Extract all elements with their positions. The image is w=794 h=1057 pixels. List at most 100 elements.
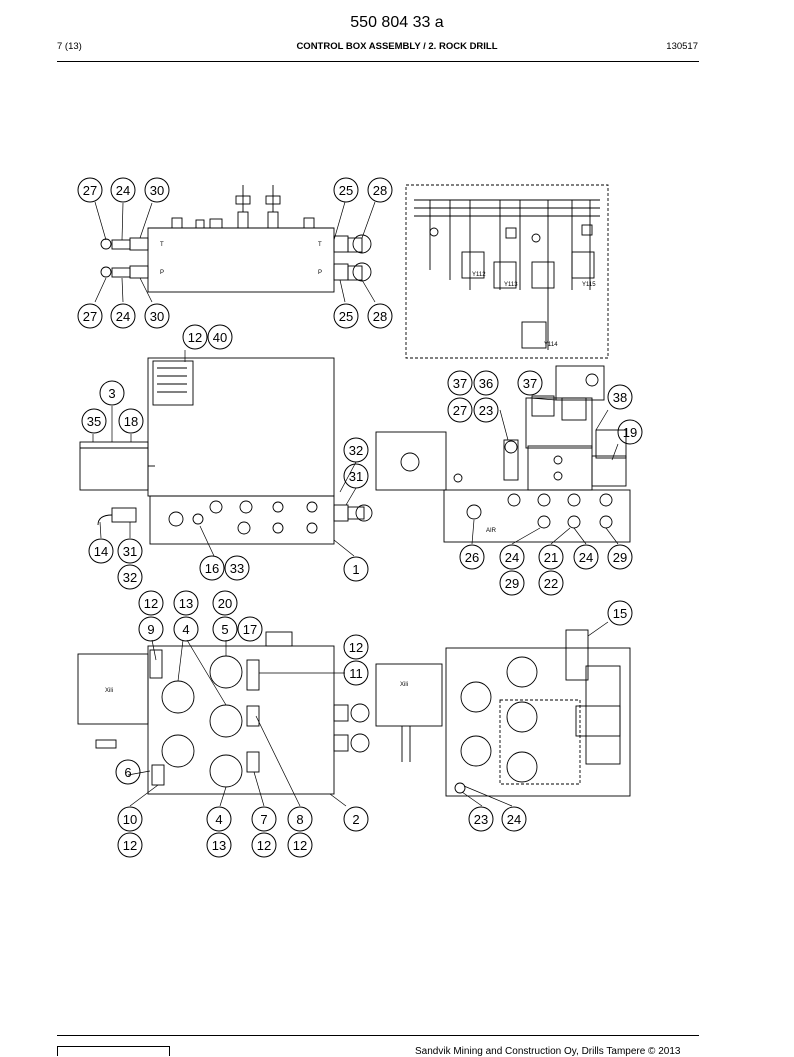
svg-text:28: 28 xyxy=(373,309,387,324)
svg-text:27: 27 xyxy=(453,403,467,418)
svg-text:11: 11 xyxy=(349,666,363,681)
callout: 12 xyxy=(117,832,143,858)
svg-text:35: 35 xyxy=(87,414,101,429)
svg-text:14: 14 xyxy=(94,544,108,559)
svg-text:12: 12 xyxy=(188,330,202,345)
callouts: 27 24 30 25 28 27 24 30 25 28 12 40 3 35… xyxy=(77,177,643,858)
svg-text:37: 37 xyxy=(453,376,467,391)
callout: 11 xyxy=(343,660,369,686)
svg-text:30: 30 xyxy=(150,309,164,324)
svg-text:24: 24 xyxy=(116,309,130,324)
callout: 37 xyxy=(447,370,473,396)
svg-text:36: 36 xyxy=(479,376,493,391)
callout: 29 xyxy=(607,544,633,570)
svg-text:1: 1 xyxy=(352,562,359,577)
callout: 17 xyxy=(237,616,263,642)
svg-text:31: 31 xyxy=(123,544,137,559)
company-logo xyxy=(57,1046,170,1056)
page-number: 7 (13) xyxy=(57,41,82,52)
svg-text:25: 25 xyxy=(339,183,353,198)
svg-text:P: P xyxy=(160,270,164,276)
svg-text:12: 12 xyxy=(257,838,271,853)
svg-text:32: 32 xyxy=(123,570,137,585)
box-marking: Xili xyxy=(400,682,408,688)
svg-text:5: 5 xyxy=(221,622,228,637)
callout: 30 xyxy=(144,303,170,329)
manifold-top-view: T P T P xyxy=(100,185,372,293)
callout: 10 xyxy=(117,806,143,832)
callout: 27 xyxy=(447,397,473,423)
svg-text:23: 23 xyxy=(474,812,488,827)
callout: 4 xyxy=(173,616,199,642)
svg-text:40: 40 xyxy=(213,330,227,345)
valve-label: Y115 xyxy=(582,282,596,288)
svg-text:26: 26 xyxy=(465,550,479,565)
callout: 28 xyxy=(367,177,393,203)
svg-text:T: T xyxy=(160,242,164,248)
callout: 13 xyxy=(206,832,232,858)
callout: 24 xyxy=(110,303,136,329)
callout: 12 xyxy=(251,832,277,858)
svg-text:28: 28 xyxy=(373,183,387,198)
callout: 36 xyxy=(473,370,499,396)
svg-text:3: 3 xyxy=(108,386,115,401)
svg-text:4: 4 xyxy=(215,812,222,827)
valve-manifold-view: AIR xyxy=(375,365,631,543)
svg-text:18: 18 xyxy=(124,414,138,429)
svg-text:P: P xyxy=(318,270,322,276)
callout: 23 xyxy=(473,397,499,423)
svg-text:9: 9 xyxy=(147,622,154,637)
date-code: 130517 xyxy=(666,41,698,52)
svg-text:31: 31 xyxy=(349,469,363,484)
callout: 24 xyxy=(499,544,525,570)
svg-text:12: 12 xyxy=(144,596,158,611)
callout: 20 xyxy=(212,590,238,616)
footer-copyright: Sandvik Mining and Construction Oy, Dril… xyxy=(415,1046,681,1057)
svg-text:24: 24 xyxy=(116,183,130,198)
page-title: CONTROL BOX ASSEMBLY / 2. ROCK DRILL xyxy=(296,41,498,52)
callout: 28 xyxy=(367,303,393,329)
callout: 9 xyxy=(138,616,164,642)
svg-text:29: 29 xyxy=(613,550,627,565)
callout: 24 xyxy=(110,177,136,203)
svg-text:32: 32 xyxy=(349,443,363,458)
callout: 2 xyxy=(343,806,369,832)
svg-text:37: 37 xyxy=(523,376,537,391)
callout: 32 xyxy=(117,564,143,590)
callout: 12 xyxy=(287,832,313,858)
callout: 14 xyxy=(88,538,114,564)
svg-text:22: 22 xyxy=(544,576,558,591)
svg-text:2: 2 xyxy=(352,812,359,827)
callout: 29 xyxy=(499,570,525,596)
footer-rule xyxy=(57,1035,699,1036)
callout: 31 xyxy=(117,538,143,564)
svg-text:8: 8 xyxy=(296,812,303,827)
valve-label: Y114 xyxy=(544,342,558,348)
callout: 35 xyxy=(81,408,107,434)
svg-text:38: 38 xyxy=(613,390,627,405)
svg-text:12: 12 xyxy=(293,838,307,853)
callout: 18 xyxy=(118,408,144,434)
svg-text:T: T xyxy=(318,242,322,248)
svg-text:7: 7 xyxy=(260,812,267,827)
callout: 19 xyxy=(617,419,643,445)
callout: 1 xyxy=(343,556,369,582)
svg-text:33: 33 xyxy=(230,561,244,576)
svg-text:10: 10 xyxy=(123,812,137,827)
svg-text:12: 12 xyxy=(123,838,137,853)
callout: 24 xyxy=(501,806,527,832)
svg-text:23: 23 xyxy=(479,403,493,418)
callout: 38 xyxy=(607,384,633,410)
control-box-side-view xyxy=(79,357,373,545)
svg-text:13: 13 xyxy=(212,838,226,853)
callout: 8 xyxy=(287,806,313,832)
callout: 25 xyxy=(333,177,359,203)
svg-text:30: 30 xyxy=(150,183,164,198)
svg-text:29: 29 xyxy=(505,576,519,591)
svg-text:27: 27 xyxy=(83,183,97,198)
svg-text:24: 24 xyxy=(505,550,519,565)
svg-text:16: 16 xyxy=(205,561,219,576)
callout: 4 xyxy=(206,806,232,832)
callout: 31 xyxy=(343,463,369,489)
callout: 13 xyxy=(173,590,199,616)
